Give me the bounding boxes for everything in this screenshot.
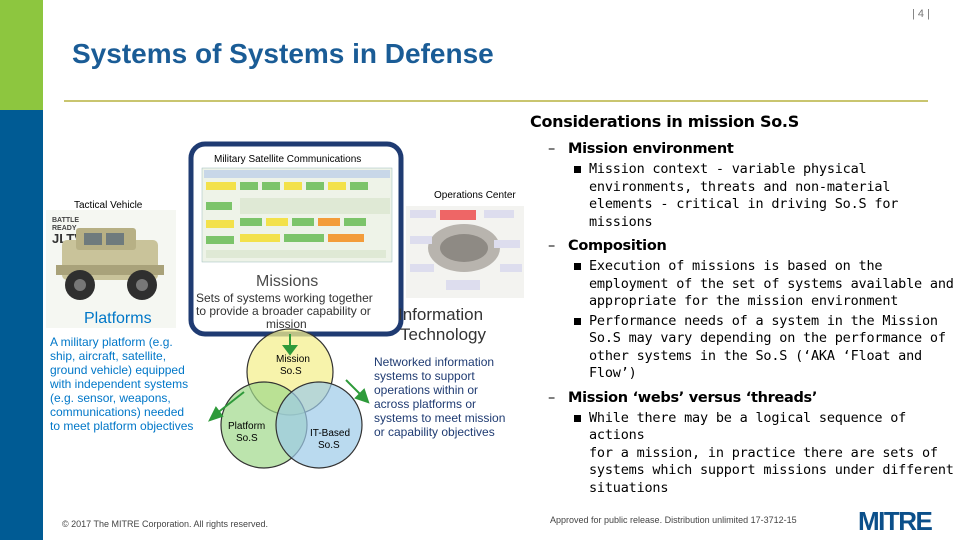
venn-mission-label-0: Mission: [276, 354, 310, 365]
vehicle-badge-1: BATTLE: [52, 217, 79, 224]
it-desc-0: Networked information: [374, 355, 494, 369]
operations-center-image: Operations Center: [406, 190, 524, 298]
it-title-2: Technology: [400, 325, 487, 344]
platforms-desc-4: (e.g. sensor, weapons,: [50, 391, 171, 405]
accent-bar-green: [0, 0, 43, 110]
it-desc-2: operations within or: [374, 383, 478, 397]
venn-platform-label-1: So.S: [236, 433, 258, 444]
square-bullet-icon: [574, 263, 581, 270]
sos-figure: Tactical Vehicle BATTLE READY JLTV Milit…: [46, 141, 524, 469]
venn-it-circle: [275, 381, 363, 469]
platforms-desc-5: communications) needed: [50, 405, 184, 419]
it-desc-3: across platforms or: [374, 397, 476, 411]
missions-box: Military Satellite Communications Missio…: [188, 141, 404, 337]
venn-mission-label-1: So.S: [280, 366, 302, 377]
bullet-item: While there may be a logical sequence of…: [528, 410, 958, 498]
venn-it-label-0: IT-Based: [310, 428, 350, 439]
considerations-heading: Considerations in mission So.S: [530, 112, 799, 131]
sat-title: Military Satellite Communications: [214, 154, 361, 165]
section-mission-environment: Mission environment: [528, 141, 958, 157]
platforms-desc-6: to meet platform objectives: [50, 419, 193, 433]
platforms-desc-0: A military platform (e.g.: [50, 335, 173, 349]
mitre-logo: MITRE: [858, 506, 933, 536]
platforms-desc: A military platform (e.g. ship, aircraft…: [49, 335, 193, 433]
title-divider: [64, 100, 928, 102]
it-desc-5: or capability objectives: [374, 425, 495, 439]
platforms-desc-1: ship, aircraft, satellite,: [50, 349, 166, 363]
vehicle-badge-2: READY: [52, 225, 77, 232]
copyright-notice: © 2017 The MITRE Corporation. All rights…: [62, 519, 269, 529]
page-number: | 4 |: [912, 8, 930, 20]
sos-venn-diagram: Mission So.S Platform So.S IT-Based So.S: [220, 328, 363, 469]
section-mission-webs: Mission ‘webs’ versus ‘threads’: [528, 390, 958, 406]
missions-desc-2: mission: [266, 317, 307, 331]
platforms-desc-2: ground vehicle) equipped: [50, 363, 185, 377]
section-composition: Composition: [528, 238, 958, 254]
tactical-vehicle-image: Tactical Vehicle BATTLE READY JLTV: [46, 200, 176, 328]
ops-title: Operations Center: [434, 190, 516, 201]
platforms-desc-3: with independent systems: [49, 377, 188, 391]
it-desc: Networked information systems to support…: [374, 355, 505, 439]
square-bullet-icon: [574, 317, 581, 325]
connector-arrows: [208, 334, 370, 422]
platforms-title: Platforms: [84, 310, 152, 327]
venn-platform-label-0: Platform: [228, 421, 265, 432]
missions-desc-1: to provide a broader capability or: [196, 304, 371, 318]
it-title-1: Information: [398, 305, 483, 324]
bullet-item: Performance needs of a system in the Mis…: [528, 313, 958, 383]
considerations-panel: Considerations in mission So.S Mission e…: [528, 112, 958, 499]
missions-desc-0: Sets of systems working together: [196, 291, 373, 305]
it-desc-1: systems to support: [374, 369, 475, 383]
accent-bar-blue: [0, 110, 43, 540]
square-bullet-icon: [574, 166, 581, 173]
bullet-item: Execution of missions is based on the em…: [528, 258, 958, 311]
venn-it-label-1: So.S: [318, 440, 340, 451]
missions-title: Missions: [256, 273, 318, 290]
square-bullet-icon: [574, 414, 581, 422]
it-desc-4: systems to meet mission: [374, 411, 505, 425]
bullet-item: Mission context - variable physical envi…: [528, 161, 958, 231]
vehicle-title: Tactical Vehicle: [74, 200, 143, 211]
arrow-platforms: [215, 391, 245, 415]
slide-title: Systems of Systems in Defense: [72, 38, 494, 69]
approval-notice: Approved for public release. Distributio…: [550, 515, 797, 525]
